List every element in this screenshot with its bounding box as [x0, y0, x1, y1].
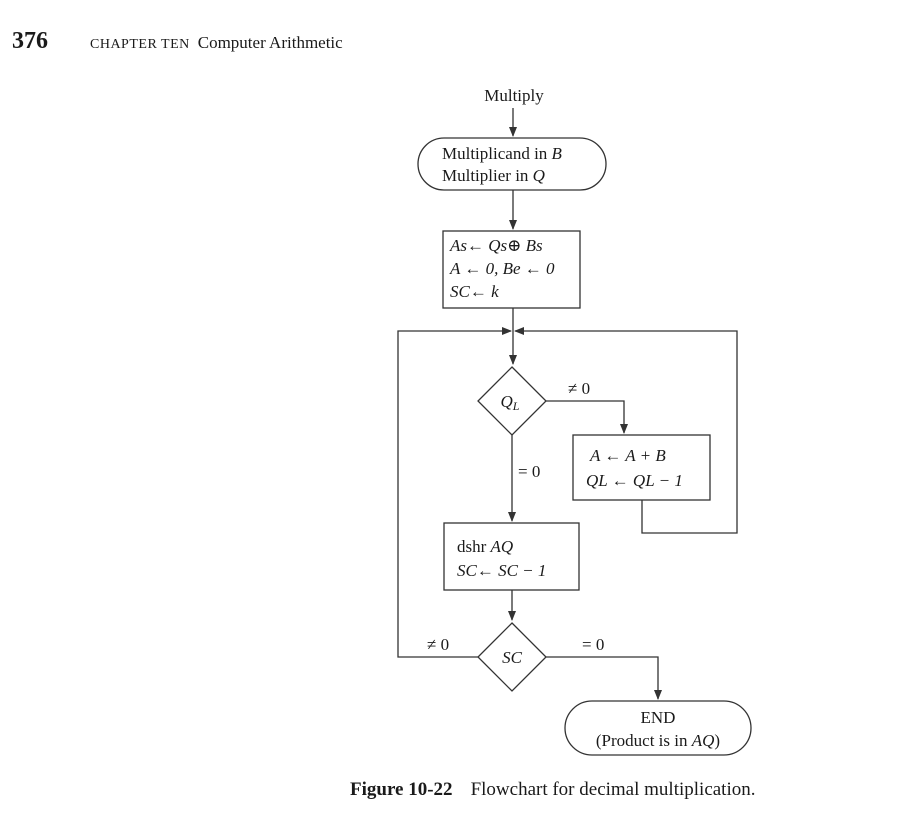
start-label: Multiply [484, 86, 544, 105]
loop-add-return [514, 327, 738, 534]
init-box-line2: A ← 0, Be ← 0 [449, 259, 555, 278]
decision-ql-label: QL [501, 392, 520, 413]
add-box [572, 434, 711, 501]
shift-box-line1: dshr AQ [457, 537, 513, 556]
loop-sc-not-zero [397, 327, 512, 658]
add-box-line2: QL ← QL − 1 [586, 471, 683, 490]
page-header: 376 CHAPTER TEN Computer Arithmetic [12, 28, 343, 55]
sc-not-zero-label: ≠ 0 [427, 635, 449, 654]
figure-caption-text: Flowchart for decimal multiplication. [470, 779, 756, 800]
arrow-ql-not-zero [546, 400, 628, 434]
end-terminal-line2: (Product is in AQ) [596, 731, 720, 750]
chapter-label: CHAPTER TEN [90, 37, 190, 52]
ql-not-zero-label: ≠ 0 [568, 379, 590, 398]
init-box-line1: As← Qs⊕ Bs [449, 236, 543, 255]
chapter-title: Computer Arithmetic [197, 33, 343, 52]
shift-box-line2: SC← SC − 1 [457, 561, 546, 580]
init-terminal-line1: Multiplicand in B [442, 144, 563, 163]
init-terminal [417, 137, 607, 191]
init-box [442, 230, 581, 309]
init-box-line3: SC← k [450, 282, 499, 301]
init-terminal-line2: Multiplier in Q [442, 166, 545, 185]
decision-sc-label: SC [502, 648, 523, 667]
decision-sc [477, 622, 547, 692]
sc-zero-label: = 0 [582, 635, 604, 654]
figure-label: Figure 10-22 [350, 779, 453, 800]
end-terminal-line1: END [641, 708, 676, 727]
page-number: 376 [12, 28, 48, 54]
ql-zero-label: = 0 [518, 462, 540, 481]
figure-caption: Figure 10-22 Flowchart for decimal multip… [350, 779, 756, 801]
arrow-sc-zero [546, 656, 662, 700]
shift-box [443, 522, 580, 591]
add-box-line1: A ← A + B [589, 446, 666, 465]
end-terminal [564, 700, 752, 756]
